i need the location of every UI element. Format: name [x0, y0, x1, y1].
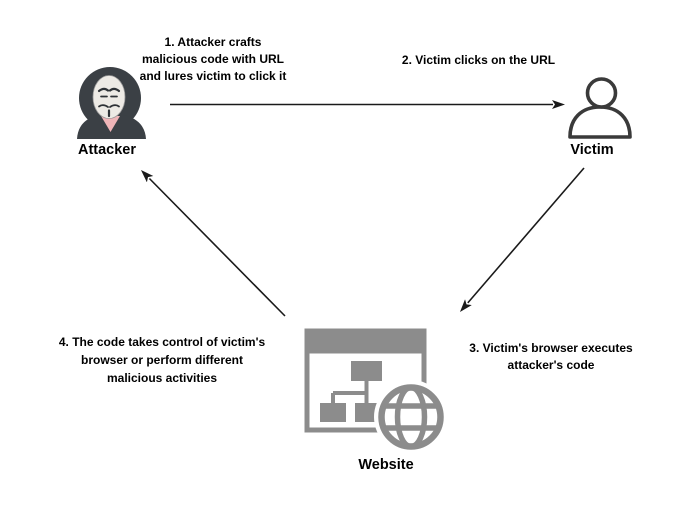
anonymous-hacker-icon — [77, 67, 146, 139]
step4-line3: malicious activities — [106, 371, 218, 385]
sitemap-left-box — [320, 403, 346, 422]
attacker-node — [75, 66, 150, 140]
attacker-label: Attacker — [77, 142, 137, 158]
globe-latitudes — [384, 403, 438, 431]
step1-text: 1. Attacker crafts malicious code with U… — [123, 34, 303, 85]
browser-globe-icon — [304, 328, 448, 454]
globe — [378, 384, 444, 450]
website-label: Website — [358, 457, 414, 473]
mustache-left — [98, 104, 109, 108]
browser-titlebar — [304, 328, 427, 354]
sitemap — [320, 361, 382, 422]
left-eyebrow — [97, 87, 110, 93]
victim-node — [567, 74, 633, 139]
globe-halo — [374, 380, 448, 454]
step1-line2: malicious code with URL — [141, 52, 285, 66]
arrow-website-to-attacker — [140, 169, 286, 317]
right-eyebrow — [108, 87, 121, 93]
person-head — [585, 77, 618, 109]
step1-line1: 1. Attacker crafts — [164, 35, 262, 49]
step4-line2: browser or perform different — [80, 353, 244, 367]
step2-line1: 2. Victim clicks on the URL — [401, 53, 556, 67]
step3-line1: 3. Victim's browser executes — [469, 341, 633, 355]
step3-text: 3. Victim's browser executes attacker's … — [451, 340, 651, 374]
mask-face — [92, 75, 126, 119]
sitemap-right-box — [355, 403, 378, 422]
victim-label: Victim — [570, 142, 614, 158]
mustache-right — [109, 104, 120, 108]
step1-line3: and lures victim to click it — [139, 69, 287, 83]
person-body — [568, 105, 632, 139]
mask-features — [97, 87, 121, 118]
step3-line2: attacker's code — [507, 358, 595, 372]
arrow-victim-to-website — [459, 167, 585, 312]
step4-line1: 4. The code takes control of victim's — [58, 335, 266, 349]
globe-meridian — [394, 384, 428, 450]
collar — [101, 116, 120, 132]
step4-text: 4. The code takes control of victim's br… — [42, 333, 282, 387]
person-icon — [568, 77, 632, 139]
sitemap-top-box — [351, 361, 382, 381]
sitemap-connectors — [331, 381, 369, 404]
step2-text: 2. Victim clicks on the URL — [391, 52, 566, 69]
website-node — [303, 327, 448, 455]
